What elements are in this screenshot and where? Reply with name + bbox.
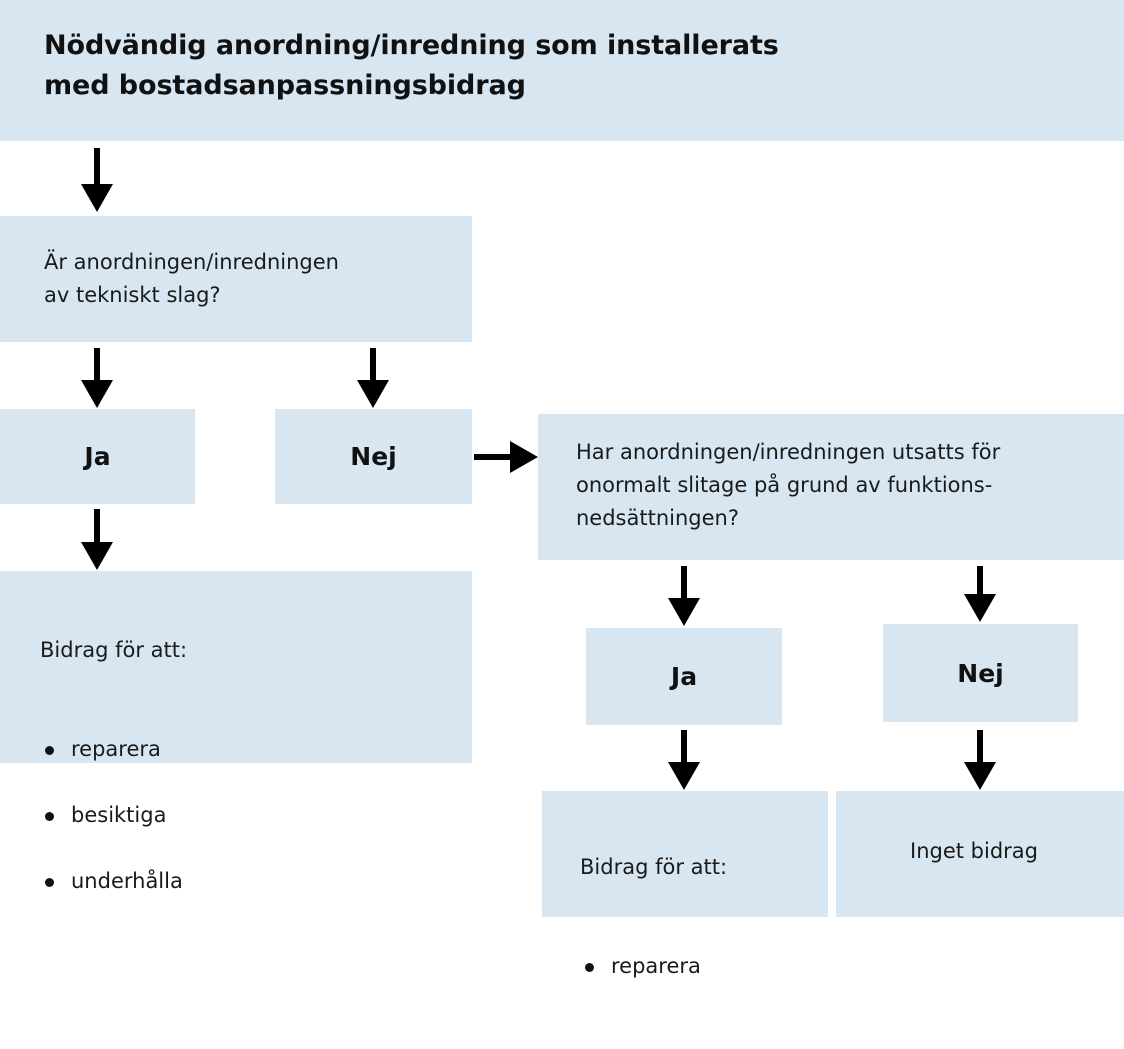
arrow-head	[81, 380, 113, 408]
list-item: besiktiga	[40, 799, 440, 832]
outcome-bidrag-reparera-list: reparera	[580, 917, 820, 1016]
arrow-stem	[94, 148, 100, 188]
page-title: Nödvändig anordning/inredning som instal…	[44, 30, 779, 101]
outcome-box-bidrag-reparera: Bidrag för att: reparera	[542, 791, 828, 978]
answer-label-nej: Nej	[957, 658, 1004, 688]
answer-box-nej-slitage: Nej	[883, 624, 1078, 722]
arrow-head	[964, 594, 996, 622]
arrow-stem	[474, 454, 514, 460]
arrow-teknisk-to-nej1	[357, 348, 389, 408]
list-item: reparera	[40, 733, 440, 766]
flowchart-title-panel: Nödvändig anordning/inredning som instal…	[0, 0, 1124, 141]
outcome-bidrag-full-list: reparera besiktiga underhålla	[40, 700, 440, 931]
answer-box-ja-slitage: Ja	[586, 628, 782, 725]
arrow-teknisk-to-ja1	[81, 348, 113, 408]
decision-teknisk-text: Är anordningen/inredningen av tekniskt s…	[44, 250, 339, 307]
outcome-lead-label: Bidrag för att:	[40, 638, 188, 662]
list-item: reparera	[580, 950, 820, 983]
arrow-head	[81, 184, 113, 212]
answer-label-nej: Nej	[350, 442, 397, 471]
outcome-inget-bidrag-text: Inget bidrag	[910, 839, 1038, 863]
outcome-box-bidrag-full: Bidrag för att: reparera besiktiga under…	[0, 571, 472, 893]
arrow-stem	[681, 566, 687, 602]
decision-box-onormalt-slitage: Har anordningen/inredningen utsatts för …	[538, 414, 1124, 560]
list-item: underhålla	[40, 865, 440, 898]
flowchart-canvas: Nödvändig anordning/inredning som instal…	[0, 0, 1124, 978]
arrow-stem	[370, 348, 376, 384]
answer-box-nej-teknisk: Nej	[275, 409, 472, 504]
arrow-stem	[977, 730, 983, 766]
arrow-stem	[94, 348, 100, 384]
answer-label-ja: Ja	[670, 662, 698, 691]
outcome-bidrag-reparera-content: Bidrag för att: reparera	[580, 818, 820, 1049]
arrow-ja1-to-bidrag-full	[81, 509, 113, 570]
arrow-head	[964, 762, 996, 790]
arrow-slitage-to-nej2	[964, 566, 996, 622]
arrow-head	[668, 598, 700, 626]
arrow-head	[668, 762, 700, 790]
answer-box-ja-teknisk: Ja	[0, 409, 195, 504]
outcome-box-inget-bidrag: Inget bidrag	[836, 791, 1124, 917]
arrow-ja2-to-bidrag-reparera	[668, 730, 700, 790]
arrow-nej1-to-slitage	[474, 441, 538, 473]
arrow-stem	[94, 509, 100, 546]
arrow-nej2-to-inget-bidrag	[964, 730, 996, 790]
arrow-stem	[977, 566, 983, 598]
arrow-head	[510, 441, 538, 473]
arrow-stem	[681, 730, 687, 766]
answer-label-ja: Ja	[84, 442, 111, 471]
outcome-bidrag-full-content: Bidrag för att: reparera besiktiga under…	[40, 601, 440, 964]
decision-box-tekniskt-slag: Är anordningen/inredningen av tekniskt s…	[0, 216, 472, 342]
arrow-head	[81, 542, 113, 570]
decision-slitage-text: Har anordningen/inredningen utsatts för …	[576, 440, 1001, 530]
arrow-head	[357, 380, 389, 408]
arrow-title-to-teknisk	[81, 148, 113, 212]
outcome-lead-label: Bidrag för att:	[580, 855, 728, 879]
arrow-slitage-to-ja2	[668, 566, 700, 626]
